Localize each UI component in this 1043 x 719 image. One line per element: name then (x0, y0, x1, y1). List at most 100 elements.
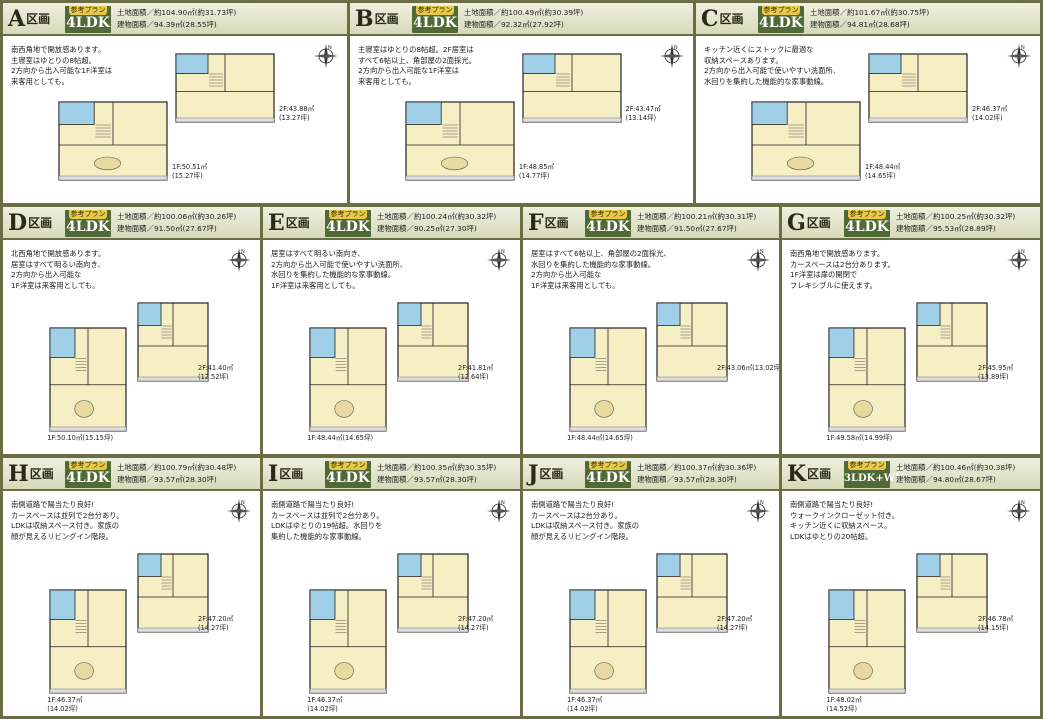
layout-type: 4LDK (66, 470, 110, 486)
compass-icon: N (746, 499, 770, 523)
area-info: 土地面積／約100.25㎡(約30.32坪)建物面積／95.53㎡(28.89坪… (896, 211, 1015, 235)
lot-letter-text: K (787, 461, 807, 487)
plan-tag: 参考プラン (416, 6, 454, 15)
building-area: 建物面積／94.80㎡(28.67坪) (896, 475, 996, 484)
svg-text:N: N (241, 500, 245, 506)
floor1-area: 1F:46.37㎡ (14.02坪) (307, 696, 343, 713)
layout-type: 4LDK (326, 470, 370, 486)
layout-type: 4LDK (413, 15, 457, 31)
balcony (175, 117, 275, 123)
land-area: 土地面積／約100.35㎡(約30.35坪) (377, 463, 497, 472)
lot-letter-text: H (8, 461, 29, 487)
floor-plan-2f (137, 302, 209, 382)
table (334, 662, 355, 680)
lot-suffix: 区画 (28, 216, 53, 230)
wet-area (397, 553, 422, 577)
lot-suffix: 区画 (539, 467, 564, 481)
balcony (310, 426, 387, 432)
lot-description: 南西角地で開放感あります。 カースペースは2台分あります。 1F洋室は扉の開閉で… (790, 249, 895, 290)
floor-plan-1f (828, 589, 907, 694)
wet-area (569, 589, 596, 620)
floor-plan-2f (656, 302, 728, 382)
lot-letter: H区画 (8, 461, 54, 487)
floor1-area: 1F:46.37㎡ (14.02坪) (567, 696, 603, 713)
land-area: 土地面積／約101.67㎡(約30.75坪) (810, 8, 930, 17)
balcony (916, 627, 988, 633)
lot-letter-text: D (8, 210, 28, 236)
table (94, 156, 122, 171)
balcony (522, 117, 621, 123)
floor-plan-2f (137, 553, 209, 633)
svg-text:N: N (1021, 45, 1025, 51)
wet-area (656, 553, 681, 577)
lot-letter-text: G (787, 210, 806, 236)
area-info: 土地面積／約100.79㎡(約30.48坪)建物面積／93.57㎡(28.30坪… (117, 462, 236, 486)
balcony (569, 688, 647, 694)
floor2-area: 2F:41.81㎡ (12.64坪) (458, 364, 494, 381)
svg-text:N: N (241, 249, 245, 255)
floor1-area: 1F:48.85㎡ (14.77坪) (518, 163, 555, 180)
floor2-area: 2F:47.20㎡ (14.27坪) (717, 615, 753, 632)
svg-text:N: N (1021, 500, 1025, 506)
lot-suffix: 区画 (806, 216, 831, 230)
compass-icon: N (314, 44, 338, 68)
table (594, 400, 614, 418)
area-info: 土地面積／約104.90㎡(約31.73坪)建物面積／94.39㎡(28.55坪… (117, 7, 236, 31)
wet-area (49, 327, 76, 358)
building-area: 建物面積／93.57㎡(28.30坪) (637, 475, 737, 484)
compass-icon: N (227, 248, 251, 272)
floor-plan-1f (49, 327, 127, 432)
lot-letter-text: B (355, 6, 374, 32)
floor2-area: 2F:45.95㎡ (13.89坪) (978, 364, 1014, 381)
floor1-area: 1F:48.44㎡(14.65坪) (307, 434, 374, 442)
floor-plan-1f (309, 327, 387, 432)
layout-type: 3LDK+WIC (844, 473, 908, 484)
land-area: 土地面積／約100.79㎡(約30.48坪) (117, 463, 237, 472)
floor1-area: 1F:48.44㎡(14.65坪) (567, 434, 633, 442)
balcony (751, 175, 861, 181)
lot-letter: A区画 (8, 6, 50, 32)
table (853, 662, 874, 680)
wet-area (397, 302, 422, 326)
balcony (569, 426, 647, 432)
svg-text:N: N (760, 500, 764, 506)
wet-area (656, 302, 681, 326)
lot-suffix: 区画 (374, 12, 399, 26)
plan-tag: 参考プラン (329, 210, 367, 219)
plan-tag: 参考プラン (329, 461, 367, 470)
floor1-area: 1F:48.44㎡ (14.65坪) (865, 163, 901, 180)
wet-area (137, 302, 162, 326)
lot-description: 南側道路で陽当たり良好! カースペースは並列で2台分あり。 LDKはゆとりの19… (271, 500, 384, 541)
building-area: 建物面積／94.81㎡(28.68坪) (810, 20, 910, 29)
table (74, 662, 95, 680)
table (594, 662, 614, 680)
table (787, 156, 815, 171)
floor-plan-2f (656, 553, 728, 633)
floor-plan-2f (397, 302, 469, 382)
floor-plan-1f (569, 327, 647, 432)
plan-tag: 参考プラン (69, 6, 107, 15)
wet-area (58, 101, 95, 125)
lot-suffix: 区画 (29, 467, 54, 481)
floor-plan-1f (828, 327, 907, 432)
compass-icon: N (227, 499, 251, 523)
land-area: 土地面積／約100.37㎡(約30.36坪) (637, 463, 757, 472)
lot-suffix: 区画 (544, 216, 569, 230)
wet-area (569, 327, 596, 358)
svg-text:N: N (1021, 249, 1025, 255)
balcony (916, 376, 988, 382)
wet-area (868, 53, 902, 75)
